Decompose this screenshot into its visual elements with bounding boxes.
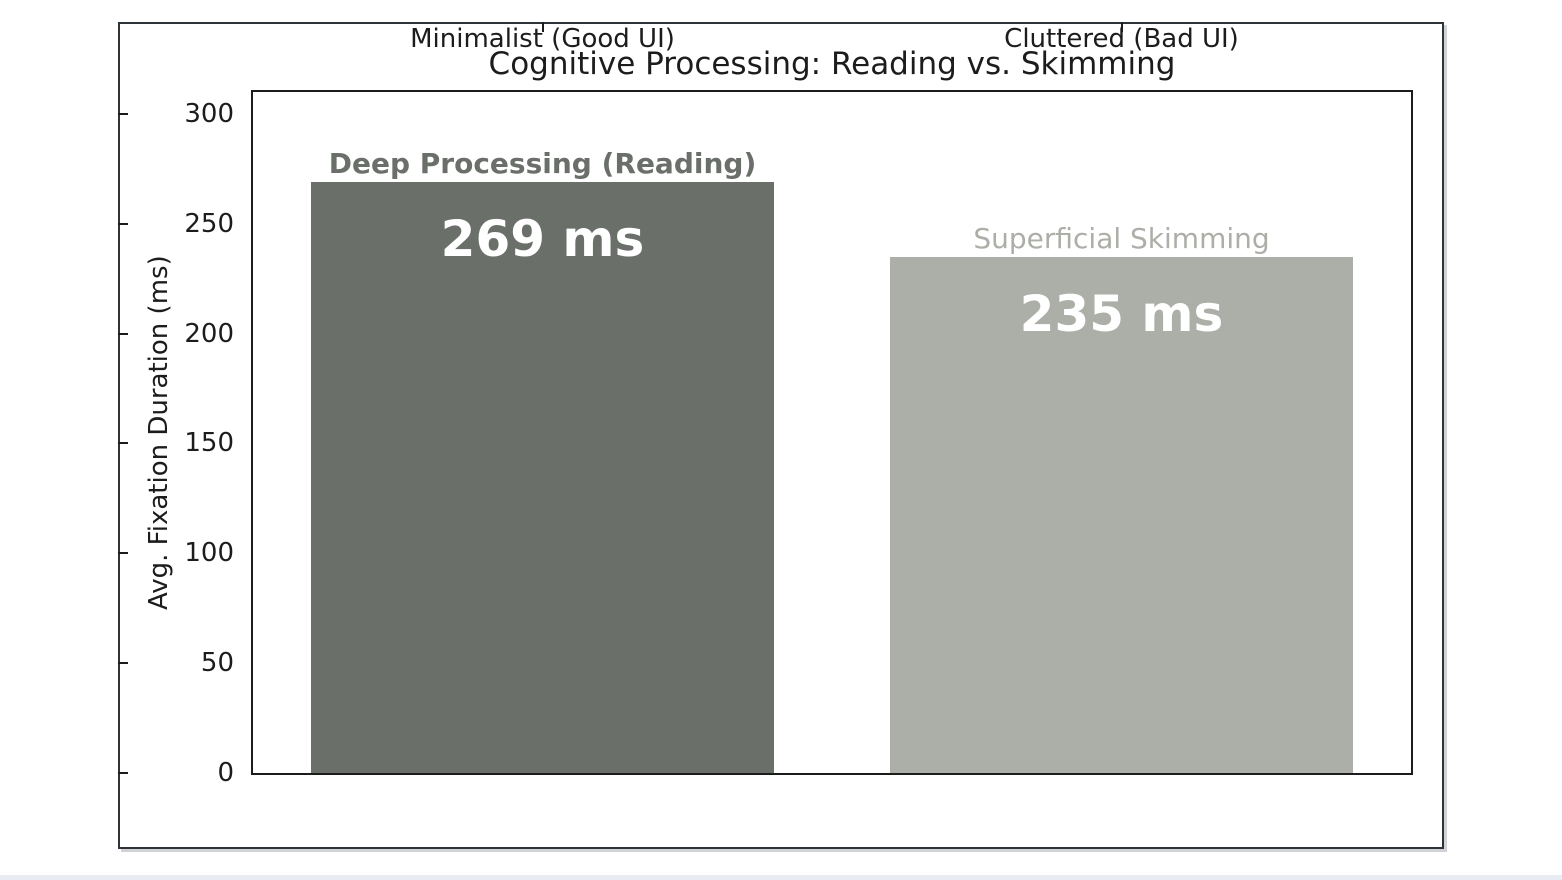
y-tick-label: 250 [184,208,234,239]
plot-area: 269 ms Deep Processing (Reading) 235 ms Sup… [251,90,1413,775]
bottom-edge-strip [0,875,1562,880]
y-tick-mark [118,112,128,115]
y-tick-label: 0 [217,758,234,788]
y-tick-label: 50 [200,648,234,679]
y-tick-label: 200 [184,318,234,349]
bar-value-label: 269 ms [440,210,645,269]
y-tick-label: 300 [184,98,234,129]
x-tick-label: Cluttered (Bad UI) [1004,24,1239,54]
y-tick-mark [118,332,128,335]
bar-annotation: Superficial Skimming [973,221,1270,255]
chart-title: Cognitive Processing: Reading vs. Skimmi… [488,46,1176,82]
bar-1: 235 ms [889,256,1354,773]
x-tick-label: Minimalist (Good UI) [410,24,675,54]
y-tick-mark [118,552,128,555]
x-tick-mark [541,22,544,32]
y-tick-mark [118,772,128,774]
bar-annotation: Deep Processing (Reading) [328,147,757,181]
y-tick-mark [118,222,128,225]
y-tick-label: 100 [184,538,234,569]
bar-0: 269 ms [310,182,775,773]
y-tick-mark [118,442,128,445]
y-tick-label: 150 [184,428,234,459]
x-tick-mark [1120,22,1123,32]
y-tick-mark [118,662,128,665]
bar-value-label: 235 ms [1019,284,1224,343]
